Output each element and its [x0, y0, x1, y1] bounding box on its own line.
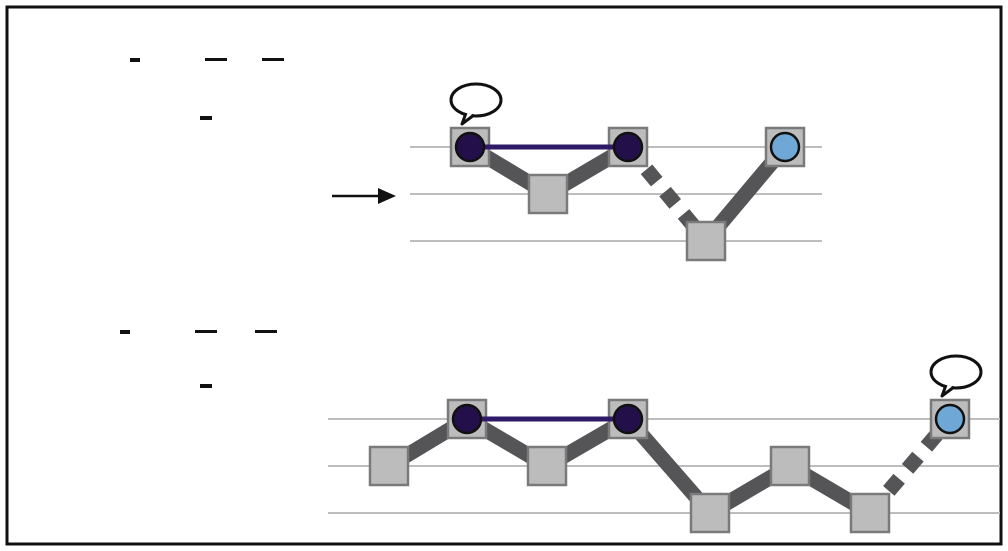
redacted-label-region-top [28, 22, 324, 214]
speech-bubble-icon [449, 82, 503, 126]
node-square [769, 445, 811, 487]
node-circle-light [934, 403, 966, 435]
node-square [526, 445, 568, 487]
node-circle-dark [612, 131, 644, 163]
node-square [368, 445, 410, 487]
node-circle-dark [451, 403, 483, 435]
node-circle-dark [454, 131, 486, 163]
node-square [527, 173, 569, 215]
panel-bottom [328, 354, 1000, 534]
node-circle-light [769, 131, 801, 163]
redacted-label-region-bottom [20, 296, 318, 484]
panels-layer [328, 82, 1000, 534]
node-square [689, 492, 731, 534]
node-square [685, 220, 727, 262]
speech-bubble-icon [929, 354, 983, 398]
panel-top [410, 82, 822, 262]
node-circle-dark [612, 403, 644, 435]
node-square [849, 492, 891, 534]
right-arrow-icon [332, 188, 396, 204]
